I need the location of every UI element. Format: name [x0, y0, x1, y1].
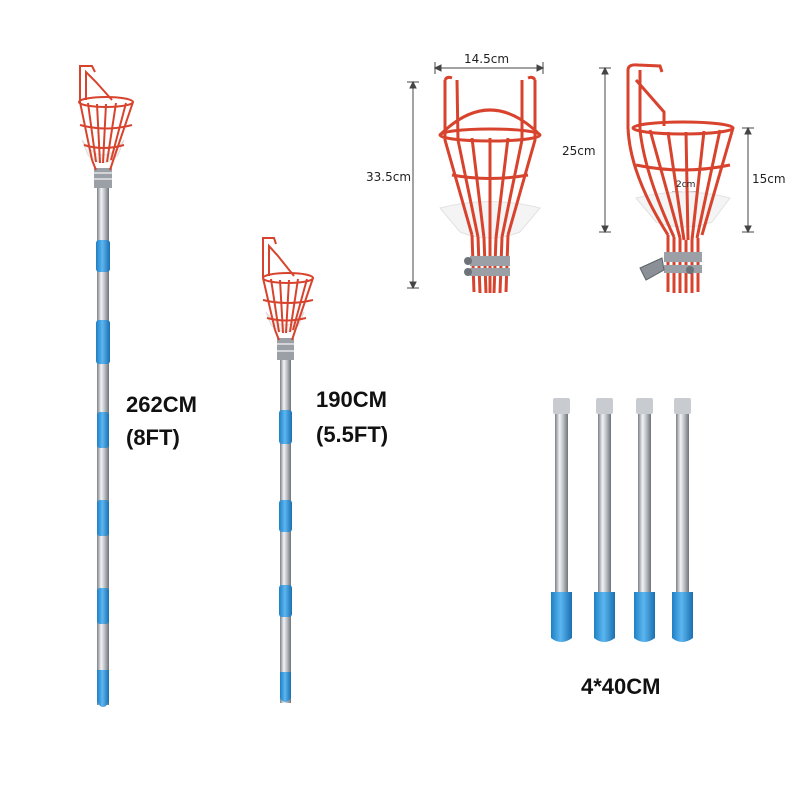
long-pole-sleeve: [96, 240, 110, 272]
long-pole-sleeve: [96, 320, 110, 364]
side-basket-clamp: [664, 265, 702, 273]
basket-side-view: [599, 63, 754, 293]
short-pole-picker: [262, 237, 314, 703]
front-basket-clamp: [470, 268, 510, 276]
short-pole-length-cm: 190CM: [316, 387, 387, 412]
extension-pole: [594, 398, 615, 642]
side-basket-cup: [635, 191, 731, 228]
long-pole-length-ft: (8FT): [126, 425, 180, 450]
long-pole-sleeve: [97, 588, 109, 624]
long-pole-length-cm: 262CM: [126, 392, 197, 417]
front-width-label: 14.5cm: [464, 52, 510, 66]
basket-front-view: [407, 62, 545, 294]
short-pole-length-ft: (5.5FT): [316, 422, 389, 447]
front-height-label: 33.5cm: [366, 170, 412, 184]
front-basket-clamp: [470, 256, 510, 266]
short-pole-end-cap: [280, 672, 291, 702]
extension-poles-set: [551, 398, 693, 642]
long-pole-end-cap: [97, 670, 109, 707]
short-pole-sleeve: [279, 500, 292, 532]
long-pole-picker: [78, 65, 134, 707]
side-basket-thumb-screw: [639, 257, 665, 281]
short-pole-sleeve: [279, 585, 292, 617]
poles-set-label: 4*40CM: [581, 674, 661, 699]
extension-pole: [634, 398, 655, 642]
long-pole-sleeve: [97, 500, 109, 536]
extension-pole: [551, 398, 572, 642]
short-pole-sleeve: [279, 410, 292, 444]
extension-pole: [672, 398, 693, 642]
long-pole-sleeve: [97, 412, 109, 448]
short-pole-collar: [277, 338, 294, 360]
side-depth-label: 15cm: [752, 172, 786, 186]
side-basket-clamp: [664, 252, 702, 262]
long-pole-collar: [94, 168, 112, 188]
side-height-label: 25cm: [562, 144, 596, 158]
side-gap-label: 2cm: [676, 180, 696, 190]
